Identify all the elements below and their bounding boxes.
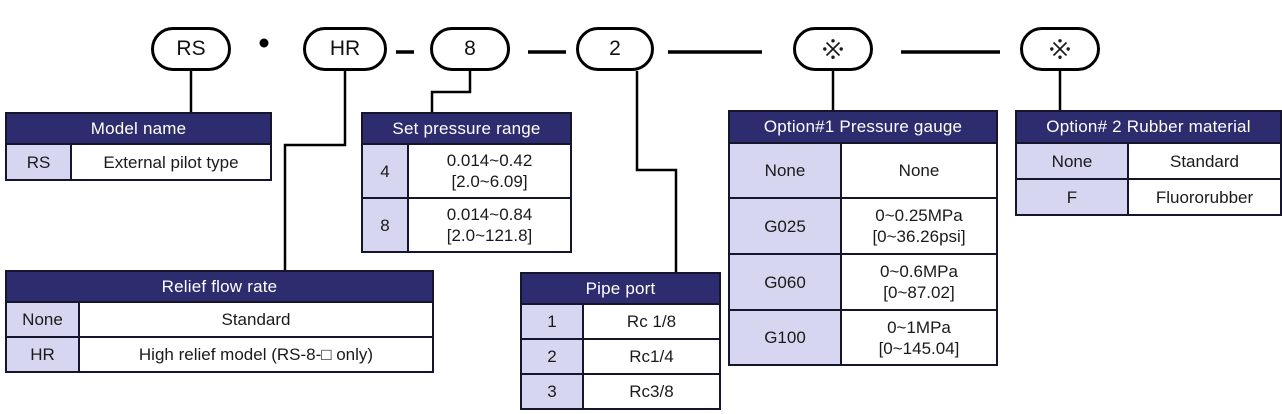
separator-dot [259,38,269,48]
code-pill-option2 [1020,27,1100,71]
code-cell: G025 [730,199,840,253]
table-title: Relief flow rate [7,272,432,301]
code-cell: 3 [522,375,582,408]
code-cell: RS [7,145,70,179]
pill-label: HR [329,37,361,60]
code-cell: None [7,303,78,336]
description-cell: High relief model (RS-8-□ only) [80,338,432,371]
code-cell: 2 [522,340,582,373]
table-title: Model name [7,114,270,143]
description-cell: 0.014~0.42 [2.0~6.09] [409,145,570,197]
code-pill-relief: HR [303,27,387,71]
code-cell: G100 [730,311,840,364]
pill-label: 8 [464,37,476,60]
code-cell: 4 [363,145,407,197]
code-cell: G060 [730,255,840,309]
code-cell: None [730,144,840,197]
code-cell: HR [7,338,78,371]
reference-mark-icon [823,39,843,59]
code-cell: 1 [522,305,582,338]
description-cell: Rc 1/8 [584,305,719,338]
code-pill-pipe-port: 2 [576,27,654,71]
connector-pipe-port [635,71,678,274]
table-title: Set pressure range [363,114,570,143]
description-cell: Fluororubber [1129,180,1280,214]
description-cell: Standard [1129,144,1280,178]
table-title: Pipe port [522,274,719,303]
connector-pressure-range [430,71,472,114]
code-pill-model: RS [151,27,231,71]
pill-label: RS [176,37,206,60]
description-cell: None [842,144,996,197]
connector-relief [283,71,347,272]
description-cell: 0.014~0.84 [2.0~121.8] [409,199,570,251]
description-cell: External pilot type [72,145,270,179]
code-cell: None [1017,144,1127,178]
code-cell: F [1017,180,1127,214]
description-cell: 0~1MPa [0~145.04] [842,311,996,364]
description-cell: Rc1/4 [584,340,719,373]
code-cell: 8 [363,199,407,251]
code-pill-pressure-range: 8 [430,27,510,71]
description-cell: Standard [80,303,432,336]
description-cell: Rc3/8 [584,375,719,408]
code-pill-option1 [793,27,873,71]
description-cell: 0~0.6MPa [0~87.02] [842,255,996,309]
description-cell: 0~0.25MPa [0~36.26psi] [842,199,996,253]
table-title: Option#1 Pressure gauge [730,112,996,142]
table-title: Option# 2 Rubber material [1017,112,1280,142]
pill-label: 2 [609,37,621,60]
reference-mark-icon [1050,39,1070,59]
